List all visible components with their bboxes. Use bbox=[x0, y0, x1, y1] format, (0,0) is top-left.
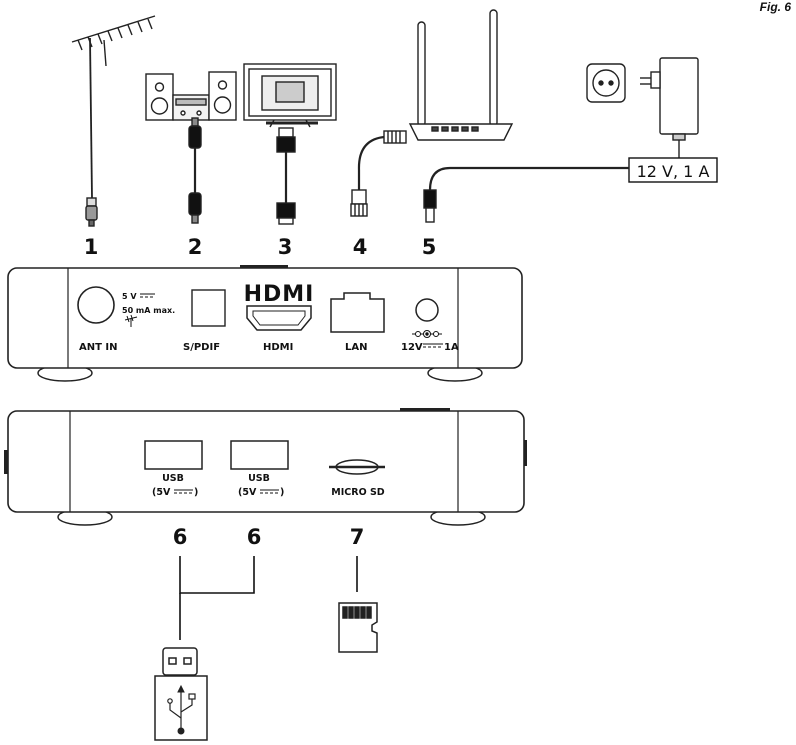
spdif-cable-icon bbox=[188, 117, 202, 224]
power-spec-label: 12 V, 1 A bbox=[637, 162, 710, 181]
hdmi-port bbox=[246, 305, 312, 331]
lan-port bbox=[330, 292, 385, 333]
microsd-slot bbox=[329, 459, 385, 475]
callout-6a: 6 bbox=[173, 525, 188, 549]
usb-port-2 bbox=[230, 440, 289, 470]
receiver-front-panel: USB (5V ) USB (5V ) MICRO SD bbox=[4, 408, 527, 526]
usb-label-2: USB bbox=[248, 473, 270, 484]
spdif-label: S/PDIF bbox=[183, 342, 220, 353]
ant-in-port bbox=[77, 286, 115, 324]
hdmi-logo: HDMI bbox=[244, 282, 315, 307]
usb-sub-label-1: (5V bbox=[152, 487, 171, 498]
dc-cable-icon bbox=[423, 166, 629, 223]
usb-stick-icon bbox=[154, 647, 208, 741]
hdmi-label: HDMI bbox=[263, 342, 293, 353]
callout-6b: 6 bbox=[247, 525, 262, 549]
lan-cable-icon bbox=[350, 130, 407, 217]
dc-amp-label: 1A bbox=[444, 342, 459, 353]
microsd-card-icon bbox=[338, 602, 378, 653]
callout-4: 4 bbox=[353, 235, 368, 259]
svg-text:): ) bbox=[280, 487, 284, 498]
lan-label: LAN bbox=[345, 342, 367, 353]
dc-polarity-icon bbox=[412, 330, 442, 338]
stereo-system-icon bbox=[145, 71, 237, 121]
usb-power-note-1: 5 V bbox=[122, 292, 137, 301]
dc-label: 12V bbox=[401, 342, 423, 353]
hdmi-cable-icon bbox=[276, 127, 296, 225]
usb-label-1: USB bbox=[162, 473, 184, 484]
usb-port-1 bbox=[144, 440, 203, 470]
microsd-label: MICRO SD bbox=[331, 487, 385, 498]
ant-in-label: ANT IN bbox=[79, 342, 118, 353]
callout-2: 2 bbox=[188, 235, 203, 259]
callout-leader-lines bbox=[179, 556, 358, 640]
spdif-port bbox=[191, 289, 226, 327]
callout-5: 5 bbox=[422, 235, 437, 259]
receiver-back-panel: ANT IN 5 V 50 mA max. S/PDIF HDMI HDMI L… bbox=[7, 265, 523, 382]
power-adapter-icon bbox=[640, 57, 699, 158]
callout-7: 7 bbox=[350, 525, 365, 549]
antenna-icon bbox=[71, 15, 156, 227]
callout-1: 1 bbox=[84, 235, 99, 259]
callout-3: 3 bbox=[278, 235, 293, 259]
tv-icon bbox=[243, 63, 337, 128]
svg-text:): ) bbox=[194, 487, 198, 498]
figure-label: Fig. 6 bbox=[760, 0, 792, 14]
dc-in-port bbox=[415, 298, 439, 322]
antenna-power-symbol-icon bbox=[124, 314, 138, 327]
power-spec-box bbox=[628, 157, 718, 183]
usb-sub-label-2: (5V bbox=[238, 487, 257, 498]
router-icon bbox=[408, 9, 514, 141]
wall-socket-icon bbox=[586, 63, 626, 103]
usb-power-note-2: 50 mA max. bbox=[122, 306, 175, 315]
